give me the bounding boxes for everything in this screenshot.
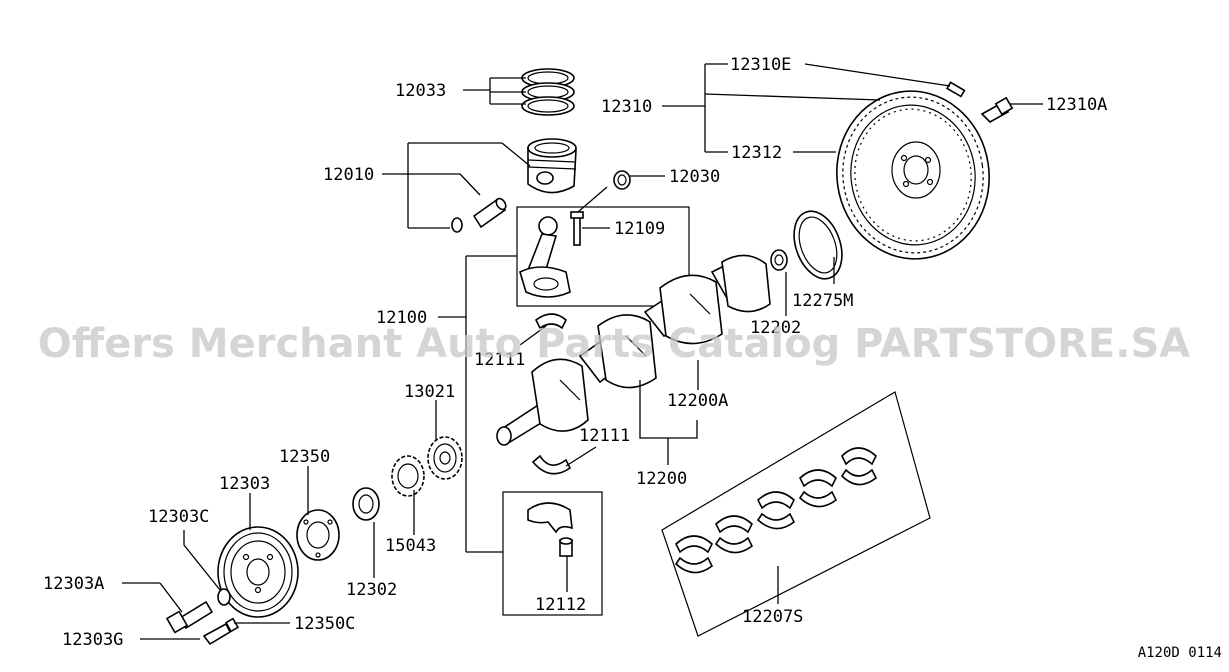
flywheel-bolt[interactable] xyxy=(980,96,1014,123)
figure-code: A120D 0114 xyxy=(1138,645,1222,661)
pulley-bolt[interactable] xyxy=(165,600,214,634)
label-12303[interactable]: 12303 xyxy=(219,474,270,494)
main-bearing-set[interactable] xyxy=(661,391,931,637)
hub-bolt[interactable] xyxy=(202,617,240,646)
watermark: Offers Merchant Auto Parts Catalog PARTS… xyxy=(38,321,1190,367)
flywheel[interactable] xyxy=(826,81,1000,269)
label-12033[interactable]: 12033 xyxy=(395,81,446,101)
oil-pump-drive-gear[interactable] xyxy=(391,455,425,497)
label-12312[interactable]: 12312 xyxy=(731,143,782,163)
pin-bushing[interactable] xyxy=(577,170,631,213)
label-12109[interactable]: 12109 xyxy=(614,219,665,239)
thrust-bearing-upper[interactable] xyxy=(534,313,567,330)
timing-sprocket[interactable] xyxy=(427,436,463,480)
oil-seal[interactable] xyxy=(352,487,380,521)
pilot-bushing[interactable] xyxy=(770,249,788,271)
label-12310[interactable]: 12310 xyxy=(601,97,652,117)
label-12350C[interactable]: 12350C xyxy=(294,614,355,634)
label-12202[interactable]: 12202 xyxy=(750,318,801,338)
flywheel-dowel[interactable] xyxy=(945,81,966,98)
label-12010[interactable]: 12010 xyxy=(323,165,374,185)
label-12111-lower[interactable]: 12111 xyxy=(579,426,630,446)
rod-bolt[interactable] xyxy=(570,211,584,246)
pulley-hub[interactable] xyxy=(296,509,340,561)
label-15043[interactable]: 15043 xyxy=(385,536,436,556)
label-12303C[interactable]: 12303C xyxy=(148,507,209,527)
label-12350[interactable]: 12350 xyxy=(279,447,330,467)
label-12303G[interactable]: 12303G xyxy=(62,630,123,650)
label-12030[interactable]: 12030 xyxy=(669,167,720,187)
label-12200[interactable]: 12200 xyxy=(636,469,687,489)
label-12310E[interactable]: 12310E xyxy=(730,55,791,75)
piston-rings[interactable] xyxy=(521,68,575,116)
snap-ring[interactable] xyxy=(451,217,463,233)
rod-cap[interactable] xyxy=(527,502,573,534)
thrust-bearing-lower[interactable] xyxy=(531,454,572,475)
label-12112[interactable]: 12112 xyxy=(535,595,586,615)
pulley-washer[interactable] xyxy=(217,588,231,606)
label-12310A[interactable]: 12310A xyxy=(1046,95,1107,115)
label-12302[interactable]: 12302 xyxy=(346,580,397,600)
leader-lines xyxy=(122,63,1043,640)
piston-pin[interactable] xyxy=(472,197,508,229)
flywheel-spacer[interactable] xyxy=(785,205,850,286)
part-labels: 12033 12010 12030 12109 12100 12111 1211… xyxy=(43,55,1107,650)
label-12207S[interactable]: 12207S xyxy=(742,607,803,627)
crankshaft[interactable] xyxy=(496,254,771,446)
label-12100[interactable]: 12100 xyxy=(376,308,427,328)
crankshaft-pulley[interactable] xyxy=(217,526,299,618)
piston[interactable] xyxy=(527,138,577,194)
label-12111-upper[interactable]: 12111 xyxy=(474,350,525,370)
label-12200A[interactable]: 12200A xyxy=(667,391,728,411)
label-12275M[interactable]: 12275M xyxy=(792,291,853,311)
connecting-rod[interactable] xyxy=(519,216,571,298)
label-12303A[interactable]: 12303A xyxy=(43,574,104,594)
rod-nut[interactable] xyxy=(559,537,573,557)
label-13021[interactable]: 13021 xyxy=(404,382,455,402)
